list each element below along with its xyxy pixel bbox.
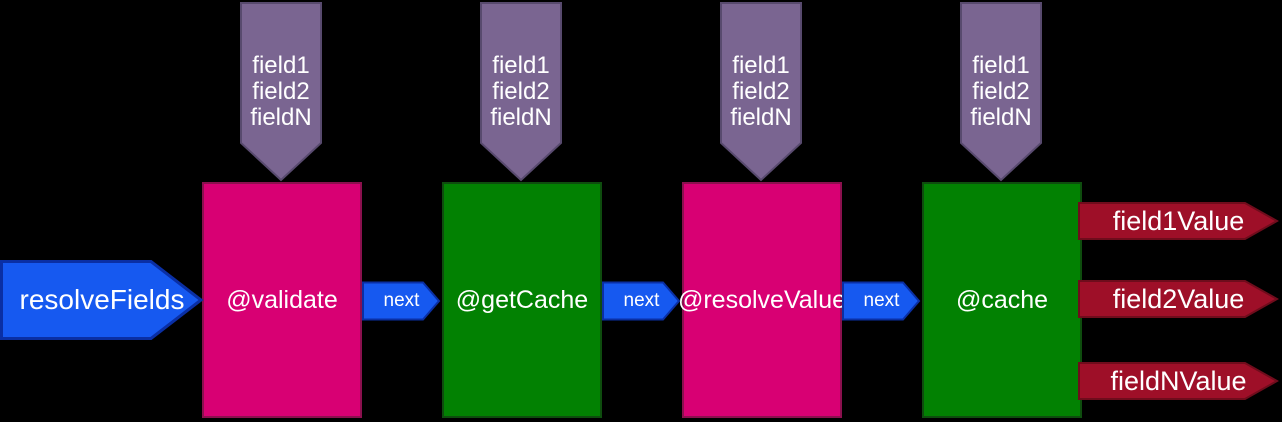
arrow-right-icon	[1078, 202, 1279, 240]
output-arrow-fieldnvalue: fieldNValue	[1078, 362, 1279, 400]
fields-input-arrow-2: field1 field2 fieldN	[480, 2, 562, 182]
stage-label-validate: @validate	[226, 285, 338, 314]
arrow-down-icon	[720, 2, 802, 182]
arrow-right-icon	[362, 281, 441, 321]
stage-box-cache: @cache	[922, 182, 1082, 418]
stage-box-getcache: @getCache	[442, 182, 602, 418]
stage-label-cache: @cache	[955, 285, 1049, 314]
fields-input-arrow-4: field1 field2 fieldN	[960, 2, 1042, 182]
input-arrow-resolvefields: resolveFields	[0, 260, 204, 340]
arrow-down-icon	[240, 2, 322, 182]
output-arrow-field1value: field1Value	[1078, 202, 1279, 240]
stage-label-resolvevalue: @resolveValue	[677, 285, 847, 314]
arrow-right-icon	[0, 260, 204, 340]
output-arrow-field2value: field2Value	[1078, 280, 1279, 318]
arrow-right-icon	[1078, 362, 1279, 400]
stage-box-resolvevalue: @resolveValue	[678, 182, 846, 418]
next-arrow-3: next	[842, 281, 921, 321]
arrow-right-icon	[1078, 280, 1279, 318]
fields-input-arrow-1: field1 field2 fieldN	[240, 2, 322, 182]
fields-input-arrow-3: field1 field2 fieldN	[720, 2, 802, 182]
next-arrow-1: next	[362, 281, 441, 321]
arrow-down-icon	[480, 2, 562, 182]
stage-label-getcache: @getCache	[455, 285, 589, 314]
stage-box-validate: @validate	[202, 182, 362, 418]
arrow-right-icon	[842, 281, 921, 321]
arrow-right-icon	[602, 281, 681, 321]
arrow-down-icon	[960, 2, 1042, 182]
next-arrow-2: next	[602, 281, 681, 321]
